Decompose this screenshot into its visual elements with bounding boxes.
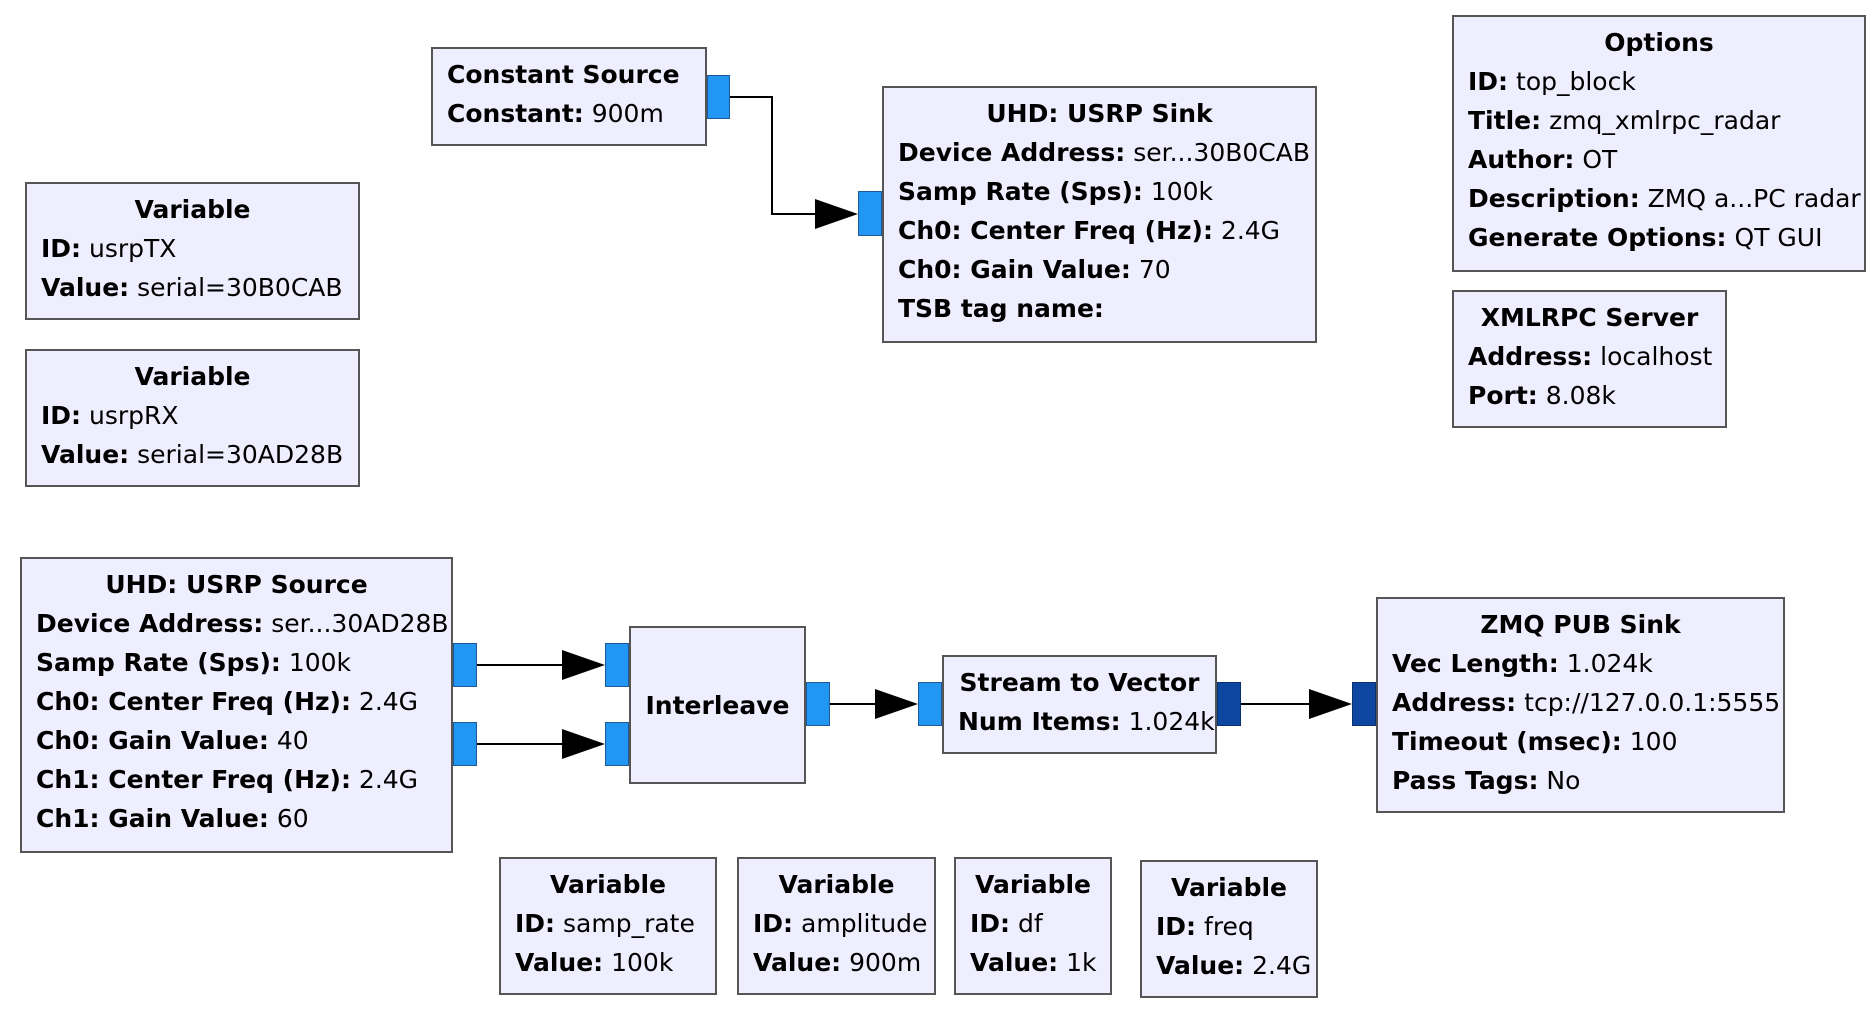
block-xmlrpc-server[interactable]: XMLRPC Server Address: localhost Port: 8… bbox=[1452, 290, 1727, 428]
block-title: Variable bbox=[134, 195, 251, 224]
block-title: Variable bbox=[778, 870, 895, 899]
block-constant-source[interactable]: Constant Source Constant: 900m bbox=[431, 47, 707, 146]
block-title: Stream to Vector bbox=[959, 668, 1200, 697]
constant-source-out-port[interactable] bbox=[707, 75, 730, 119]
block-stream-to-vector[interactable]: Stream to Vector Num Items: 1.024k bbox=[942, 655, 1217, 754]
param-value: Value: 2.4G bbox=[1156, 951, 1312, 980]
interleave-out-port[interactable] bbox=[806, 682, 830, 726]
connection-source-ch1-to-interleave[interactable] bbox=[477, 729, 605, 759]
param-address: Address: tcp://127.0.0.1:5555 bbox=[1392, 688, 1781, 717]
param-ch0-center-freq: Ch0: Center Freq (Hz): 2.4G bbox=[898, 216, 1281, 245]
param-vec-length: Vec Length: 1.024k bbox=[1392, 649, 1653, 678]
block-title: UHD: USRP Source bbox=[105, 570, 368, 599]
param-author: Author: OT bbox=[1468, 145, 1618, 174]
block-zmq-pub-sink[interactable]: ZMQ PUB Sink Vec Length: 1.024k Address:… bbox=[1376, 597, 1785, 813]
usrp-sink-in-port[interactable] bbox=[858, 191, 882, 236]
param-description: Description: ZMQ a...PC radar bbox=[1468, 184, 1861, 213]
block-options[interactable]: Options ID: top_block Title: zmq_xmlrpc_… bbox=[1452, 15, 1866, 272]
block-variable-samp-rate[interactable]: Variable ID: samp_rate Value: 100k bbox=[499, 857, 717, 995]
param-id: ID: usrpRX bbox=[41, 401, 179, 430]
block-title: XMLRPC Server bbox=[1480, 303, 1699, 332]
param-ch1-gain: Ch1: Gain Value: 60 bbox=[36, 804, 309, 833]
block-variable-amplitude[interactable]: Variable ID: amplitude Value: 900m bbox=[737, 857, 936, 995]
param-address: Address: localhost bbox=[1468, 342, 1713, 371]
param-value: Value: 900m bbox=[753, 948, 922, 977]
connection-stream-to-vector-to-zmq[interactable] bbox=[1241, 689, 1352, 719]
block-title: Variable bbox=[1170, 873, 1288, 902]
param-device-address: Device Address: ser...30AD28B bbox=[36, 609, 449, 638]
block-variable-usrprx[interactable]: Variable ID: usrpRX Value: serial=30AD28… bbox=[25, 349, 360, 487]
param-tsb-tag-name: TSB tag name: bbox=[898, 294, 1104, 323]
param-samp-rate: Samp Rate (Sps): 100k bbox=[898, 177, 1214, 206]
param-ch1-center-freq: Ch1: Center Freq (Hz): 2.4G bbox=[36, 765, 419, 794]
block-usrp-sink[interactable]: UHD: USRP Sink Device Address: ser...30B… bbox=[882, 86, 1317, 343]
param-port: Port: 8.08k bbox=[1468, 381, 1616, 410]
zmq-pub-sink-in-port[interactable] bbox=[1352, 682, 1376, 726]
connection-interleave-to-stream-to-vector[interactable] bbox=[830, 689, 918, 719]
block-title: Variable bbox=[974, 870, 1092, 899]
block-title: UHD: USRP Sink bbox=[986, 99, 1213, 128]
block-title: Constant Source bbox=[447, 60, 680, 89]
block-variable-freq[interactable]: Variable ID: freq Value: 2.4G bbox=[1140, 860, 1318, 998]
interleave-in-port-1[interactable] bbox=[605, 722, 629, 766]
param-value: Value: 1k bbox=[970, 948, 1097, 977]
param-generate-options: Generate Options: QT GUI bbox=[1468, 223, 1823, 252]
param-device-address: Device Address: ser...30B0CAB bbox=[898, 138, 1310, 167]
param-value: Value: serial=30B0CAB bbox=[41, 273, 343, 302]
connection-source-ch0-to-interleave[interactable] bbox=[477, 650, 605, 680]
stream-to-vector-out-port[interactable] bbox=[1217, 682, 1241, 726]
param-id: ID: freq bbox=[1156, 912, 1254, 941]
param-id: ID: samp_rate bbox=[515, 909, 695, 938]
param-id: ID: amplitude bbox=[753, 909, 928, 938]
param-constant: Constant: 900m bbox=[447, 99, 664, 128]
block-usrp-source[interactable]: UHD: USRP Source Device Address: ser...3… bbox=[20, 557, 453, 853]
param-id: ID: df bbox=[970, 909, 1043, 938]
param-ch0-gain: Ch0: Gain Value: 40 bbox=[36, 726, 309, 755]
block-title: Interleave bbox=[645, 690, 790, 720]
interleave-in-port-0[interactable] bbox=[605, 643, 629, 687]
usrp-source-out-port-1[interactable] bbox=[453, 722, 477, 766]
param-value: Value: 100k bbox=[515, 948, 674, 977]
block-title: Variable bbox=[549, 870, 667, 899]
param-title: Title: zmq_xmlrpc_radar bbox=[1468, 106, 1781, 135]
block-interleave[interactable]: Interleave bbox=[629, 626, 806, 784]
stream-to-vector-in-port[interactable] bbox=[918, 682, 942, 726]
param-ch0-gain: Ch0: Gain Value: 70 bbox=[898, 255, 1171, 284]
param-num-items: Num Items: 1.024k bbox=[958, 707, 1215, 736]
param-value: Value: serial=30AD28B bbox=[41, 440, 344, 469]
param-id: ID: usrpTX bbox=[41, 234, 177, 263]
connection-constant-to-usrp-sink[interactable] bbox=[730, 96, 858, 229]
param-id: ID: top_block bbox=[1468, 67, 1636, 96]
block-variable-usrptx[interactable]: Variable ID: usrpTX Value: serial=30B0CA… bbox=[25, 182, 360, 320]
block-variable-df[interactable]: Variable ID: df Value: 1k bbox=[954, 857, 1112, 995]
block-title: Variable bbox=[134, 362, 251, 391]
param-ch0-center-freq: Ch0: Center Freq (Hz): 2.4G bbox=[36, 687, 419, 716]
block-title: ZMQ PUB Sink bbox=[1480, 610, 1681, 639]
block-title: Options bbox=[1604, 28, 1714, 57]
param-timeout: Timeout (msec): 100 bbox=[1392, 727, 1678, 756]
param-pass-tags: Pass Tags: No bbox=[1392, 766, 1581, 795]
param-samp-rate: Samp Rate (Sps): 100k bbox=[36, 648, 352, 677]
usrp-source-out-port-0[interactable] bbox=[453, 643, 477, 687]
